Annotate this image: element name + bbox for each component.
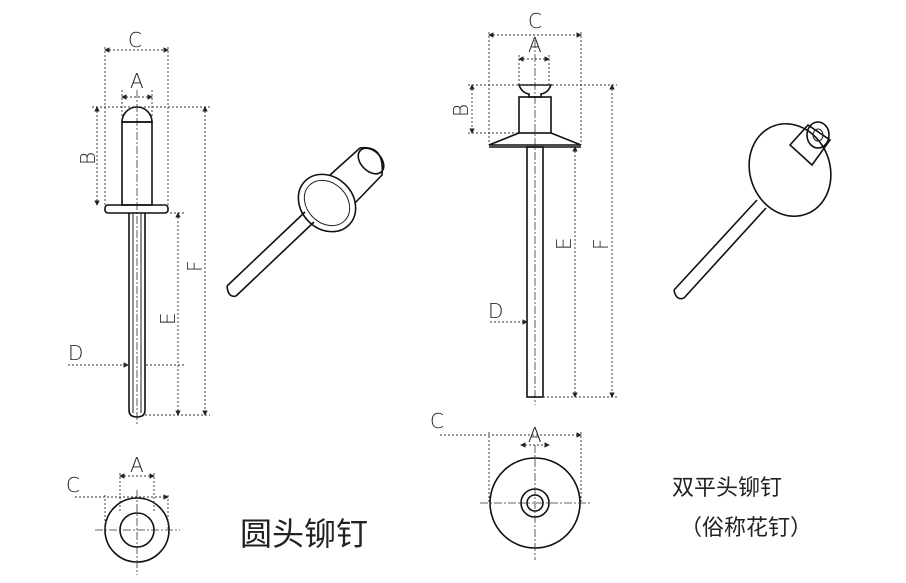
flat-head-rivet-bottom-view: C A [430,409,590,560]
dim-b-label: B [76,152,100,165]
dim-a-label: A [130,69,144,93]
dim-c-label: C [128,28,142,52]
dim-c2-label: C [430,409,444,433]
round-head-rivet-front-view: C A B F E D [68,28,210,425]
round-head-rivet-3d-view [226,146,385,298]
dim-c2-label: C [66,473,80,497]
dim-e-label: E [552,237,576,250]
round-head-rivet-bottom-view: C A [66,453,180,575]
dim-a2-label: A [130,453,144,477]
flat-head-rivet-front-view: C A B E F D [449,9,617,405]
flat-head-rivet-subtitle: （俗称花钉） [680,516,812,541]
flat-head-rivet-3d-view [673,121,832,300]
dim-d-label: D [488,299,503,323]
dim-f-label: F [589,238,613,250]
dim-d-label: D [68,341,83,365]
dim-a2-label: A [528,423,542,447]
round-head-rivet-title: 圆头铆钉 [240,515,368,553]
dim-e-label: E [156,312,180,325]
dim-b-label: B [449,104,473,117]
dim-f-label: F [183,260,207,272]
flat-head-rivet-title: 双平头铆钉 [672,476,782,501]
dim-a-label: A [528,33,542,57]
dim-c-label: C [528,9,542,33]
